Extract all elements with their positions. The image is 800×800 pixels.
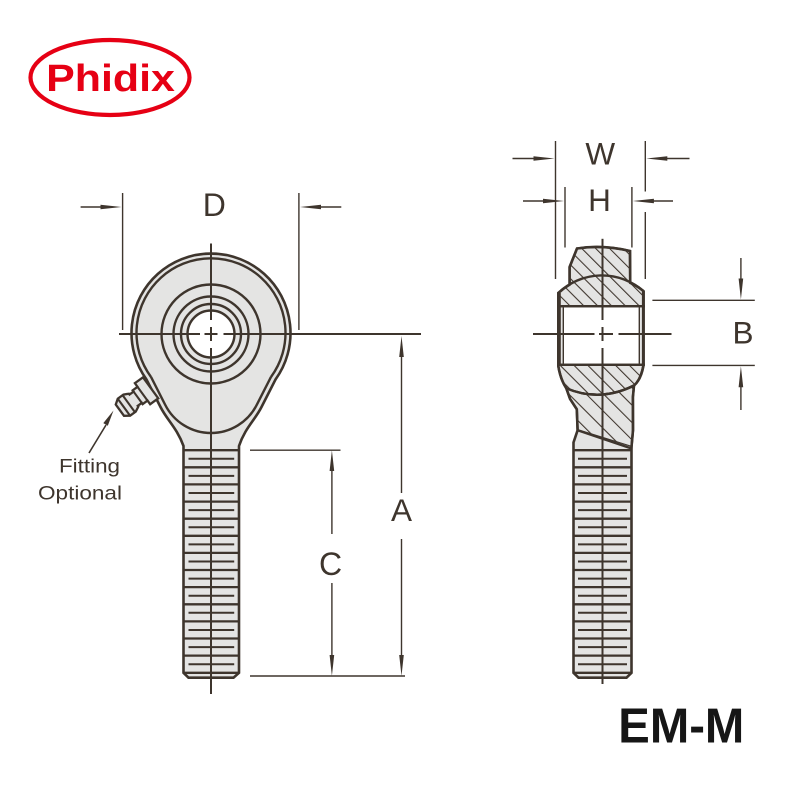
svg-text:Optional: Optional	[38, 483, 122, 505]
svg-text:B: B	[732, 315, 753, 351]
svg-text:D: D	[203, 187, 226, 223]
svg-text:A: A	[391, 492, 412, 528]
svg-text:C: C	[319, 546, 342, 582]
svg-text:EM-M: EM-M	[618, 698, 744, 753]
svg-text:W: W	[585, 136, 615, 172]
svg-text:Fitting: Fitting	[59, 457, 120, 478]
svg-text:Phidix: Phidix	[46, 56, 175, 99]
svg-text:H: H	[588, 182, 611, 218]
